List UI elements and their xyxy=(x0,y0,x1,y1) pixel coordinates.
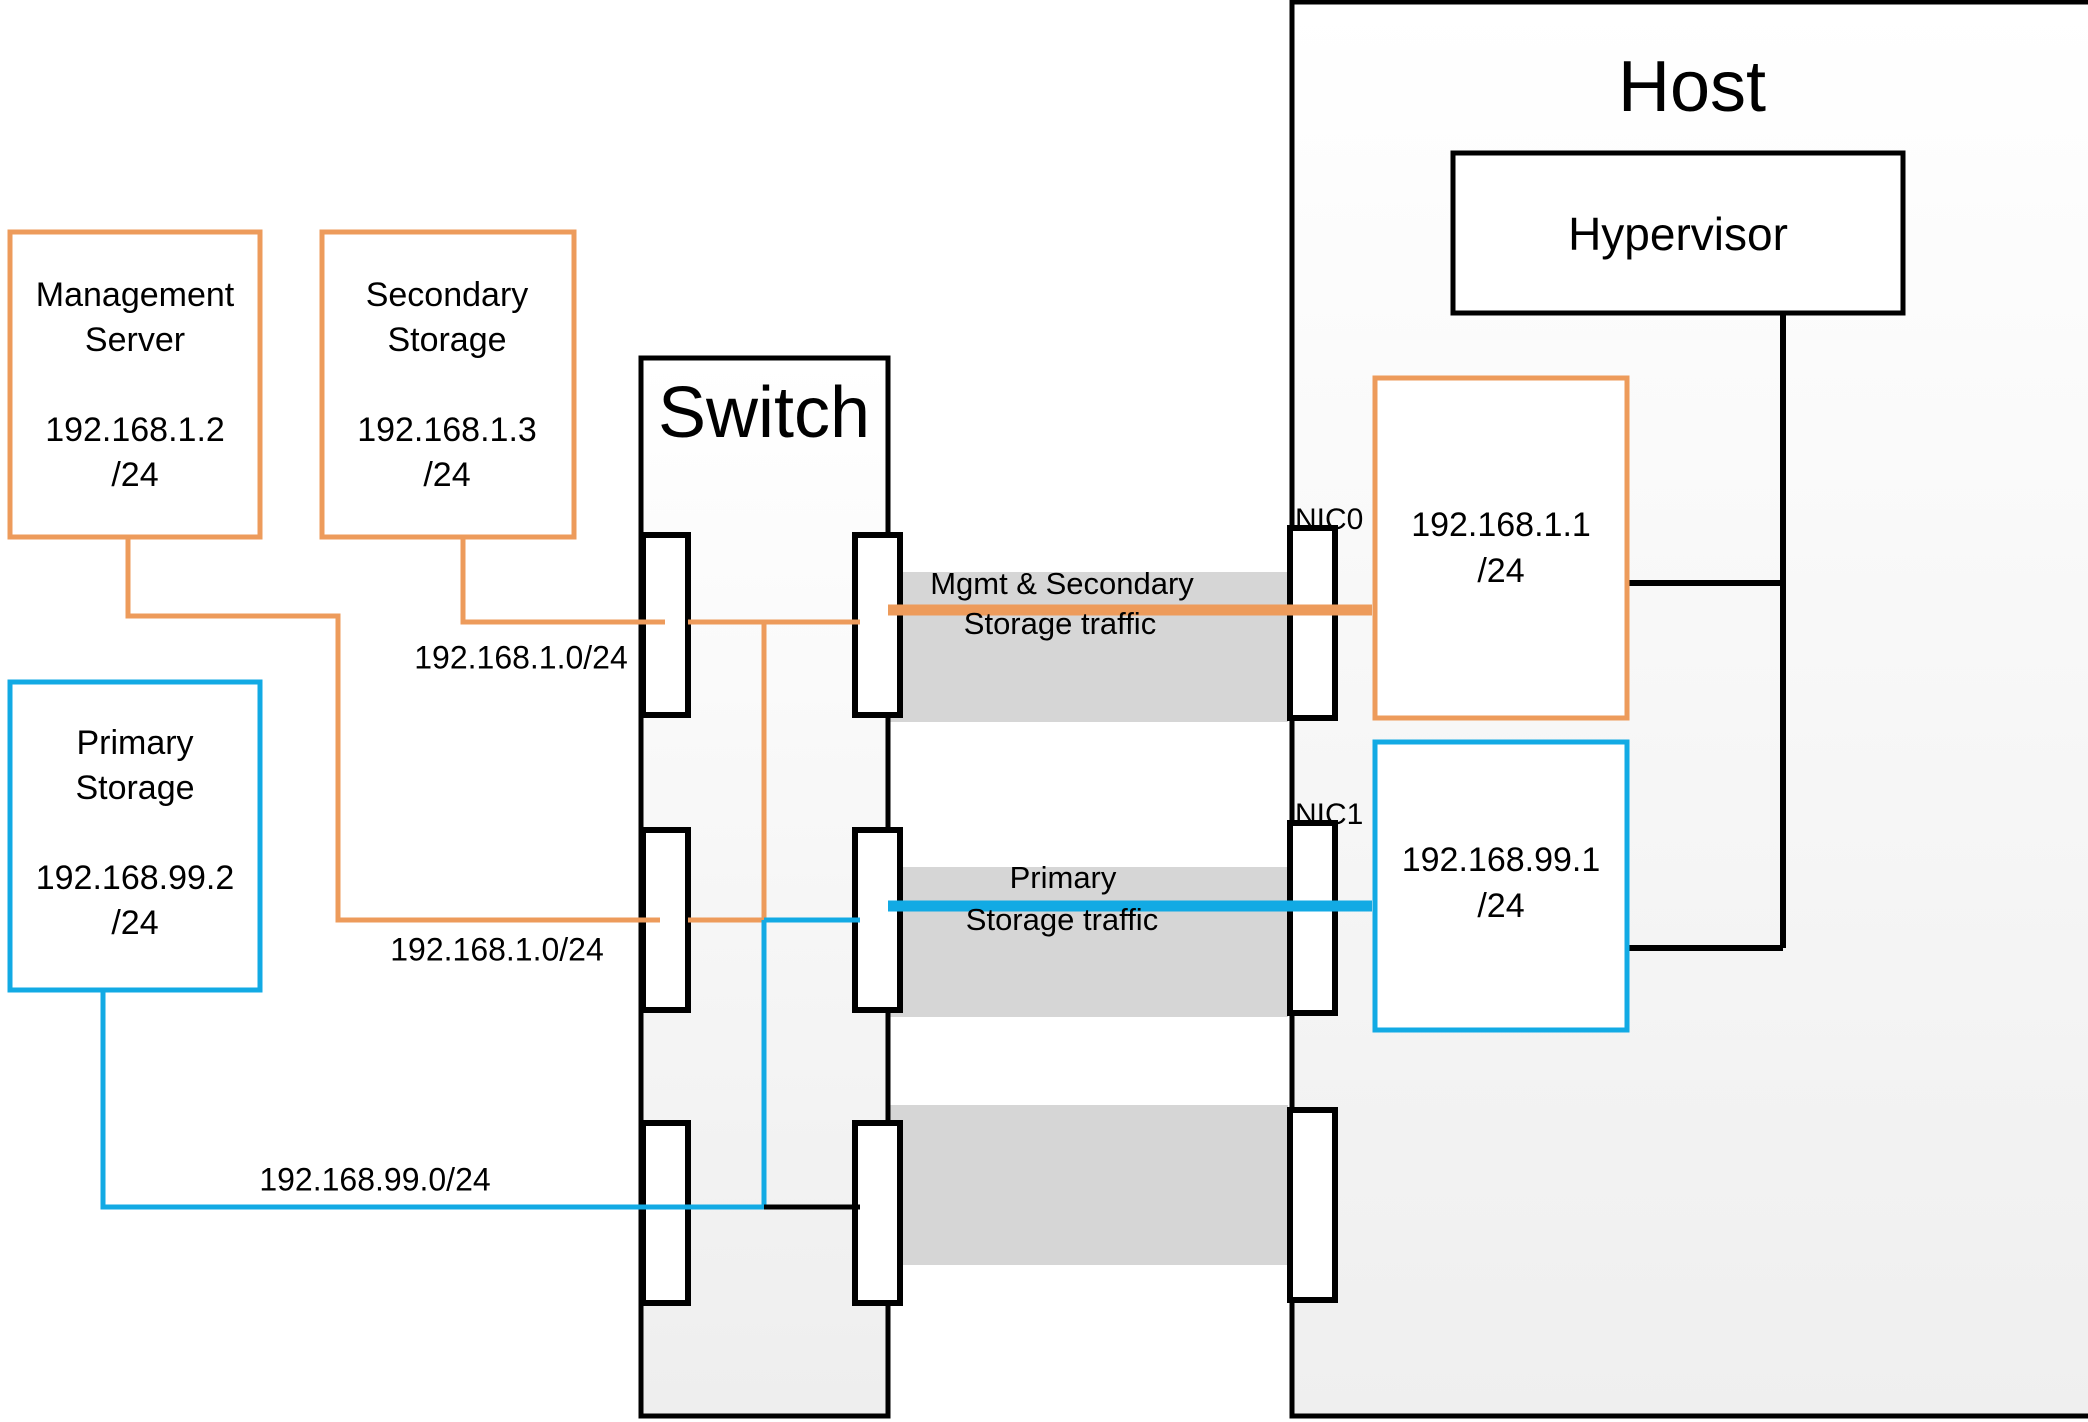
mgmt-secondary-traffic-label-line2: Storage traffic xyxy=(964,606,1156,641)
management-server-line2: Server xyxy=(85,321,185,359)
host-internal-bus xyxy=(1620,313,1786,951)
secondary-storage-line2: Storage xyxy=(387,321,506,359)
network-label-mgmt-lower: 192.168.1.0/24 xyxy=(390,931,604,967)
secondary-storage-line1: Secondary xyxy=(366,276,529,314)
secondary-storage-cable xyxy=(460,537,665,625)
secondary-storage-mask: /24 xyxy=(423,456,470,494)
switch-port-right-1[interactable] xyxy=(852,532,903,718)
secondary-storage-box[interactable] xyxy=(319,229,577,540)
traffic-band-primary-storage xyxy=(888,867,1288,1017)
switch-internal-blue-wiring xyxy=(688,917,860,1210)
switch-port-right-2[interactable] xyxy=(852,827,903,1013)
primary-storage-line1: Primary xyxy=(76,724,193,762)
hypervisor-box[interactable] xyxy=(1450,150,1906,316)
switch-title: Switch xyxy=(658,373,870,453)
nic1-label: NIC1 xyxy=(1295,798,1363,831)
host-nic0-interface-box[interactable] xyxy=(1372,375,1630,721)
nic0-label: NIC0 xyxy=(1295,503,1363,536)
host-nic0-port[interactable] xyxy=(1287,525,1338,721)
host-nic1-mask: /24 xyxy=(1477,887,1524,925)
host-nic1-port[interactable] xyxy=(1287,820,1338,1016)
primary-storage-traffic-label-line1: Primary xyxy=(1010,860,1117,895)
host-nic0-ip: 192.168.1.1 xyxy=(1411,506,1591,544)
network-label-storage: 192.168.99.0/24 xyxy=(259,1161,490,1197)
primary-storage-ip: 192.168.99.2 xyxy=(36,859,235,897)
management-server-ip: 192.168.1.2 xyxy=(45,411,225,449)
network-label-mgmt-upper: 192.168.1.0/24 xyxy=(414,639,628,675)
traffic-band-unused xyxy=(888,1105,1288,1265)
management-server-line1: Management xyxy=(36,276,235,314)
host-title: Host xyxy=(1618,47,1766,127)
primary-storage-line2: Storage xyxy=(75,769,194,807)
mgmt-secondary-traffic-label-line1: Mgmt & Secondary xyxy=(930,566,1194,601)
traffic-band-mgmt-secondary xyxy=(888,572,1288,722)
switch-port-left-1[interactable] xyxy=(640,532,691,718)
host-nic0-mask: /24 xyxy=(1477,552,1524,590)
switch-internal-orange-wiring xyxy=(688,619,860,923)
secondary-storage-ip: 192.168.1.3 xyxy=(357,411,537,449)
management-server-box[interactable] xyxy=(7,229,263,540)
management-server-mask: /24 xyxy=(111,456,158,494)
primary-storage-mask: /24 xyxy=(111,904,158,942)
primary-storage-traffic-label-line2: Storage traffic xyxy=(966,902,1158,937)
switch-port-left-3[interactable] xyxy=(640,1120,691,1306)
hypervisor-label: Hypervisor xyxy=(1568,208,1788,260)
host-nic-port-3[interactable] xyxy=(1287,1107,1338,1303)
mgmt-server-cable xyxy=(125,537,660,923)
host-nic1-interface-box[interactable] xyxy=(1372,739,1630,1033)
host-nic1-ip: 192.168.99.1 xyxy=(1402,841,1601,879)
primary-storage-box[interactable] xyxy=(7,679,263,993)
switch-port-right-3[interactable] xyxy=(852,1120,903,1306)
